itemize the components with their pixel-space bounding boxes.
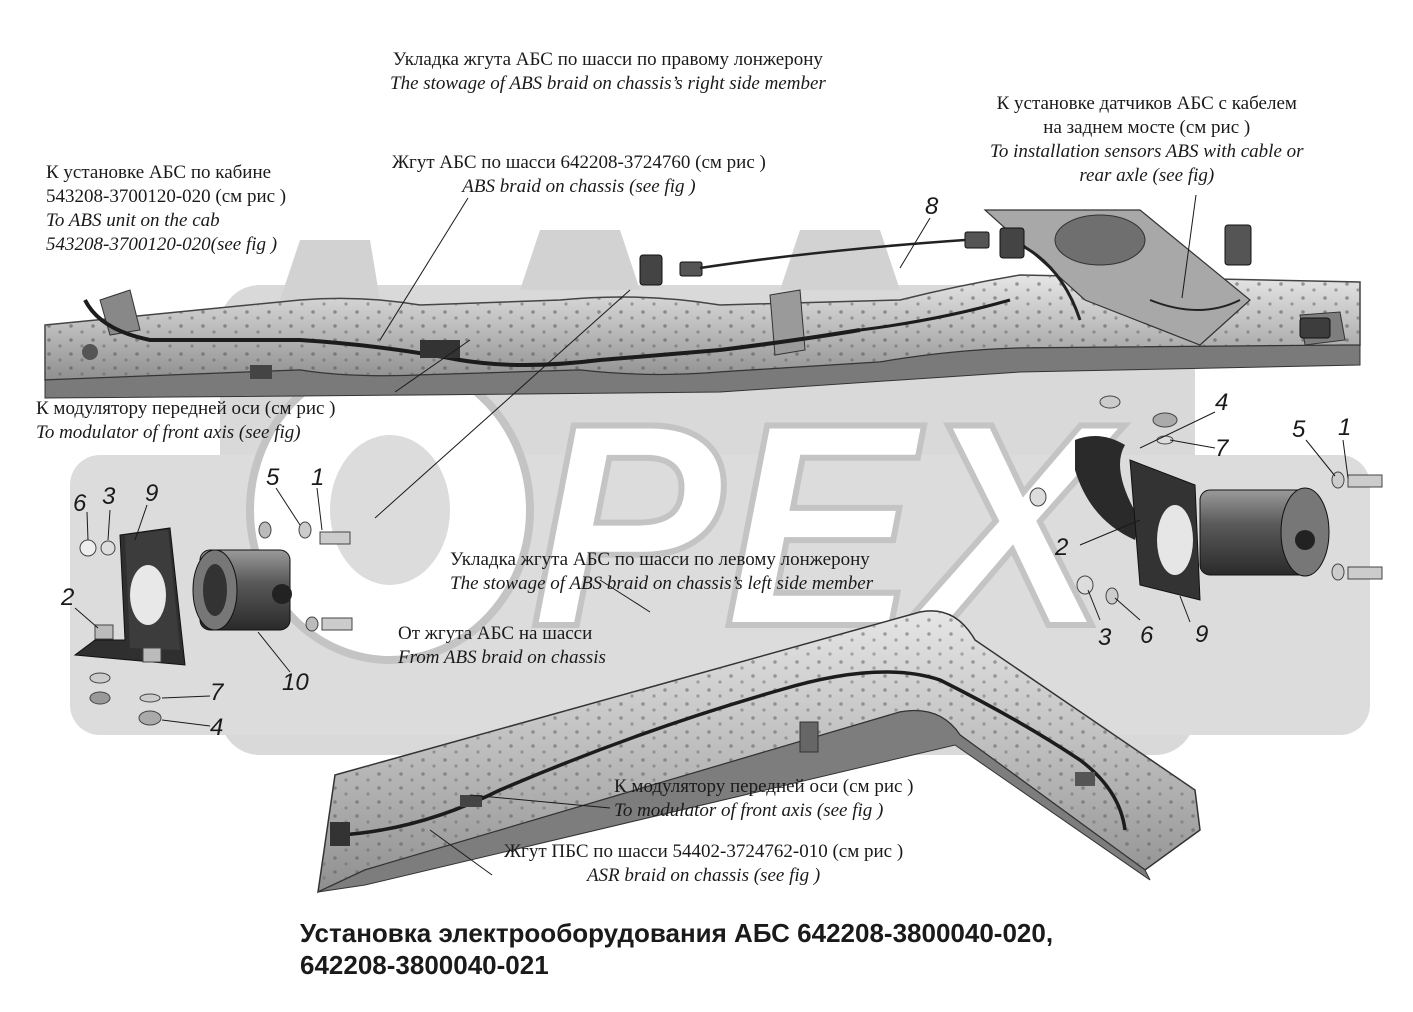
figure-title-line2: 642208-3800040-021	[300, 950, 549, 980]
figure-title: Установка электрооборудования АБС 642208…	[300, 917, 1053, 981]
label-right-member: Укладка жгута АБС по шасси по правому ло…	[390, 48, 826, 96]
label-chassis-braid-ru: Жгут АБС по шасси 642208-3724760 (см рис…	[392, 152, 766, 173]
label-right-member-ru: Укладка жгута АБС по шасси по правому ло…	[392, 49, 823, 70]
callout-right-4: 4	[1215, 389, 1229, 416]
callout-right-9: 9	[1195, 621, 1209, 648]
callout-left-6: 6	[73, 490, 87, 517]
label-chassis-braid: Жгут АБС по шасси 642208-3724760 (см рис…	[392, 151, 766, 199]
callout-left-2: 2	[61, 584, 75, 611]
label-rear-sensors-ru1: К установке датчиков АБС с кабелем	[996, 93, 1297, 114]
label-asr-braid-ru: Жгут ПБС по шасси 54402-3724762-010 (см …	[504, 841, 904, 862]
watermark-letters: PEX	[246, 356, 1128, 690]
label-asr-braid-en: ASR braid on chassis (see fig )	[586, 865, 821, 886]
label-rear-sensors-en1: To installation sensors ABS with cable o…	[990, 141, 1304, 162]
right-modulator-assembly	[1029, 395, 1383, 605]
callout-right-2: 2	[1055, 534, 1069, 561]
callout-right-1: 1	[1338, 414, 1352, 441]
callout-left-9: 9	[145, 480, 159, 507]
label-front-modulator-top: К модулятору передней оси (см рис ) To m…	[36, 397, 336, 445]
callout-left-4: 4	[210, 714, 224, 741]
label-cab-unit: К установке АБС по кабине 543208-3700120…	[46, 161, 286, 257]
label-front-modulator-bottom: К модулятору передней оси (см рис ) To m…	[614, 775, 914, 823]
label-left-member-en: The stowage of ABS braid on chassis’s le…	[450, 573, 874, 594]
figure-title-line1: Установка электрооборудования АБС 642208…	[300, 918, 1054, 948]
label-rear-sensors-en2: rear axle (see fig)	[1079, 165, 1215, 186]
left-modulator-assembly	[73, 521, 353, 726]
label-rear-sensors-ru2: на заднем мосте (см рис )	[1043, 117, 1251, 138]
label-cab-unit-ru2: 543208-3700120-020 (см рис )	[46, 186, 287, 207]
label-from-braid: От жгута АБС на шасси From ABS braid on …	[398, 622, 606, 670]
callout-right-7: 7	[1215, 435, 1229, 462]
label-left-member: Укладка жгута АБС по шасси по левому лон…	[450, 548, 873, 596]
lower-chassis-frame	[317, 610, 1201, 894]
label-front-modulator-bottom-ru: К модулятору передней оси (см рис )	[614, 776, 914, 797]
callout-left-3: 3	[102, 483, 116, 510]
label-from-braid-ru: От жгута АБС на шасси	[398, 623, 593, 644]
label-rear-sensors: К установке датчиков АБС с кабелем на за…	[990, 92, 1304, 188]
label-front-modulator-top-ru: К модулятору передней оси (см рис )	[36, 398, 336, 419]
label-chassis-braid-en: ABS braid on chassis (see fig )	[462, 176, 696, 197]
callout-left-5: 5	[266, 464, 280, 491]
callout-right-6: 6	[1140, 622, 1154, 649]
label-cab-unit-en2: 543208-3700120-020(see fig )	[46, 234, 278, 255]
label-cab-unit-ru1: К установке АБС по кабине	[46, 162, 272, 183]
label-right-member-en: The stowage of ABS braid on chassis’s ri…	[390, 73, 826, 94]
label-left-member-ru: Укладка жгута АБС по шасси по левому лон…	[450, 549, 870, 570]
callout-right-5: 5	[1292, 416, 1306, 443]
callout-right-3: 3	[1098, 624, 1112, 651]
leader-lines	[74, 194, 1349, 876]
label-front-modulator-top-en: To modulator of front axis (see fig)	[36, 422, 301, 443]
callout-left-10: 10	[282, 669, 309, 696]
label-asr-braid: Жгут ПБС по шасси 54402-3724762-010 (см …	[504, 840, 903, 888]
upper-chassis-frame	[44, 209, 1361, 399]
callout-left-7: 7	[210, 679, 224, 706]
label-from-braid-en: From ABS braid on chassis	[398, 647, 606, 668]
label-cab-unit-en1: To ABS unit on the cab	[46, 210, 220, 231]
label-front-modulator-bottom-en: To modulator of front axis (see fig )	[614, 800, 884, 821]
callout-8: 8	[925, 193, 939, 220]
callout-left-1: 1	[311, 464, 325, 491]
watermark-text: PEX	[530, 363, 1125, 687]
